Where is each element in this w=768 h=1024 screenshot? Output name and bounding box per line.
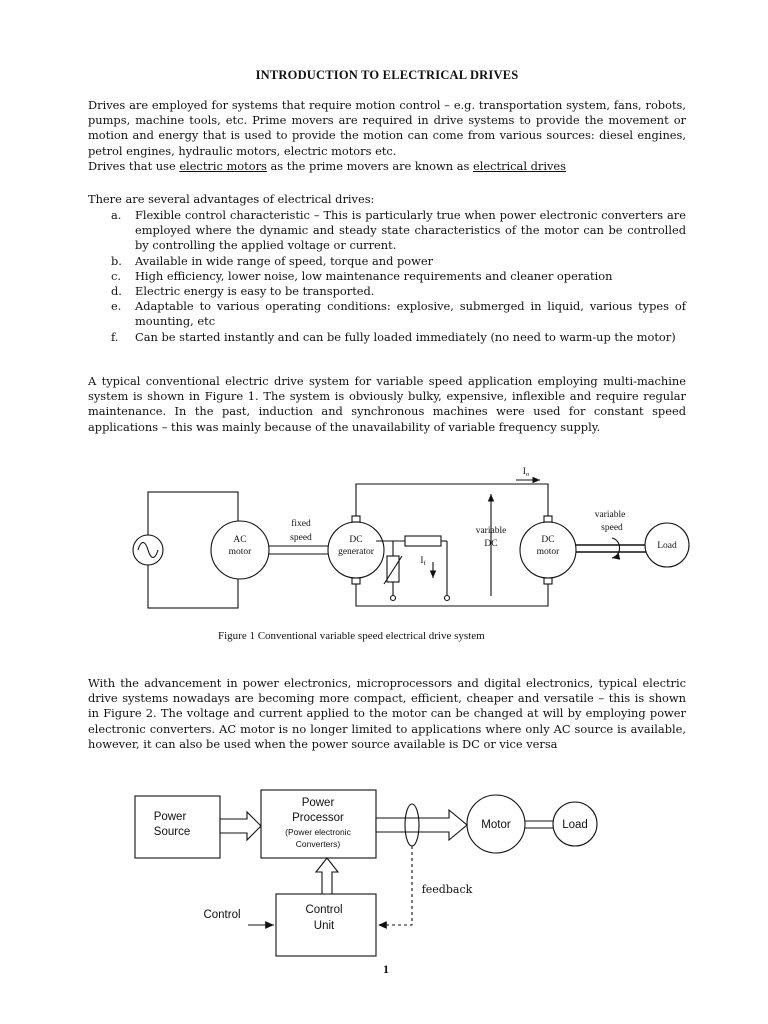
intro-text: Drives are employed for systems that req… <box>88 98 686 158</box>
list-text: Flexible control characteristic – This i… <box>135 208 686 253</box>
intro-line2-b: as the prime movers are known as <box>266 158 473 173</box>
advantages-heading: There are several advantages of electric… <box>88 192 375 206</box>
advantages-list: a. Flexible control characteristic – This… <box>88 208 686 345</box>
list-item: c. High efficiency, lower noise, low main… <box>88 269 686 284</box>
fixed-speed-label-1: fixed <box>291 518 311 529</box>
variable-dc-label-1: variable <box>476 526 507 536</box>
list-text: Available in wide range of speed, torque… <box>135 253 434 268</box>
variable-speed-label-2: speed <box>601 523 623 533</box>
list-label: e. <box>111 299 122 314</box>
power-source-box <box>134 795 221 859</box>
power-processor-sub-2: Converters) <box>296 839 341 849</box>
list-label: d. <box>111 284 122 299</box>
intro-paragraph: Drives are employed for systems that req… <box>88 98 686 174</box>
load-1 <box>644 522 690 568</box>
feedback-label: feedback <box>422 883 473 896</box>
list-item: f. Can be started instantly and can be fu… <box>88 330 686 345</box>
ac-motor-label-2: motor <box>229 547 253 557</box>
dc-generator-label-2: generator <box>338 547 375 557</box>
if-label: If <box>420 556 426 567</box>
sine-wave-icon <box>137 541 159 559</box>
list-text: Adaptable to various operating condition… <box>135 299 686 329</box>
list-text: High efficiency, lower noise, low mainte… <box>135 268 613 283</box>
field-winding <box>386 555 400 583</box>
fixed-speed-label-2: speed <box>290 533 312 543</box>
dc-motor-label-1: DC <box>541 535 554 545</box>
control-label: Control <box>203 909 240 921</box>
motor-label: Motor <box>481 819 511 831</box>
load-circle <box>552 801 598 847</box>
term-electric-motors: electric motors <box>179 158 267 173</box>
control-to-processor-arrow <box>314 857 340 895</box>
page-title: INTRODUCTION TO ELECTRICAL DRIVES <box>255 68 519 82</box>
ac-source-loop <box>147 491 239 609</box>
load-label-1: Load <box>657 541 677 551</box>
dc-generator-label-1: DC <box>349 535 362 545</box>
sensor-ellipse <box>404 803 420 847</box>
list-text: Electric energy is easy to be transporte… <box>135 284 375 299</box>
list-item: b. Available in wide range of speed, torq… <box>88 254 686 269</box>
dc-motor <box>519 521 577 579</box>
control-unit-label-2: Unit <box>314 920 335 932</box>
ac-motor-label-1: AC <box>233 535 246 545</box>
list-label: f. <box>111 329 119 344</box>
modern-drive-paragraph: With the advancement in power electronic… <box>88 676 686 751</box>
variable-speed-label-1: variable <box>595 510 626 520</box>
variable-dc-label-2: DC <box>484 539 497 549</box>
list-label: a. <box>111 208 122 222</box>
list-label: b. <box>111 253 122 268</box>
power-source-label-2: Source <box>154 826 190 838</box>
power-processor-label-1: Power <box>302 797 335 809</box>
power-processor-sub-1: (Power electronic <box>285 827 351 837</box>
list-item: e. Adaptable to various operating conditi… <box>88 299 686 329</box>
ac-source-icon <box>132 534 164 566</box>
field-resistor <box>404 535 442 547</box>
motor-circle <box>466 794 526 854</box>
power-processor-label-2: Processor <box>292 812 344 824</box>
term-electrical-drives: electrical drives <box>472 158 566 173</box>
intro-line2-a: Drives that use <box>88 158 180 173</box>
list-item: a. Flexible control characteristic – This… <box>88 208 686 254</box>
load-label-2: Load <box>562 819 588 831</box>
dc-motor-label-2: motor <box>537 547 561 557</box>
ac-motor <box>210 520 270 580</box>
list-item: d. Electric energy is easy to be transpor… <box>88 284 686 299</box>
power-processor-box <box>260 789 377 859</box>
dc-generator <box>327 521 385 579</box>
figure1-caption: Figure 1 Conventional variable speed ele… <box>218 630 485 642</box>
io-label: Io <box>523 467 529 478</box>
feedback-line <box>378 846 413 929</box>
list-text: Can be started instantly and can be full… <box>135 329 676 344</box>
source-to-processor-arrow <box>219 810 262 842</box>
processor-to-motor-arrow <box>375 808 468 842</box>
conventional-drive-paragraph: A typical conventional electric drive sy… <box>88 374 686 434</box>
power-source-label-1: Power <box>154 811 187 823</box>
list-label: c. <box>111 268 122 283</box>
control-unit-label-1: Control <box>305 904 342 916</box>
control-unit-box <box>275 893 377 957</box>
page-number: 1 <box>383 962 389 976</box>
